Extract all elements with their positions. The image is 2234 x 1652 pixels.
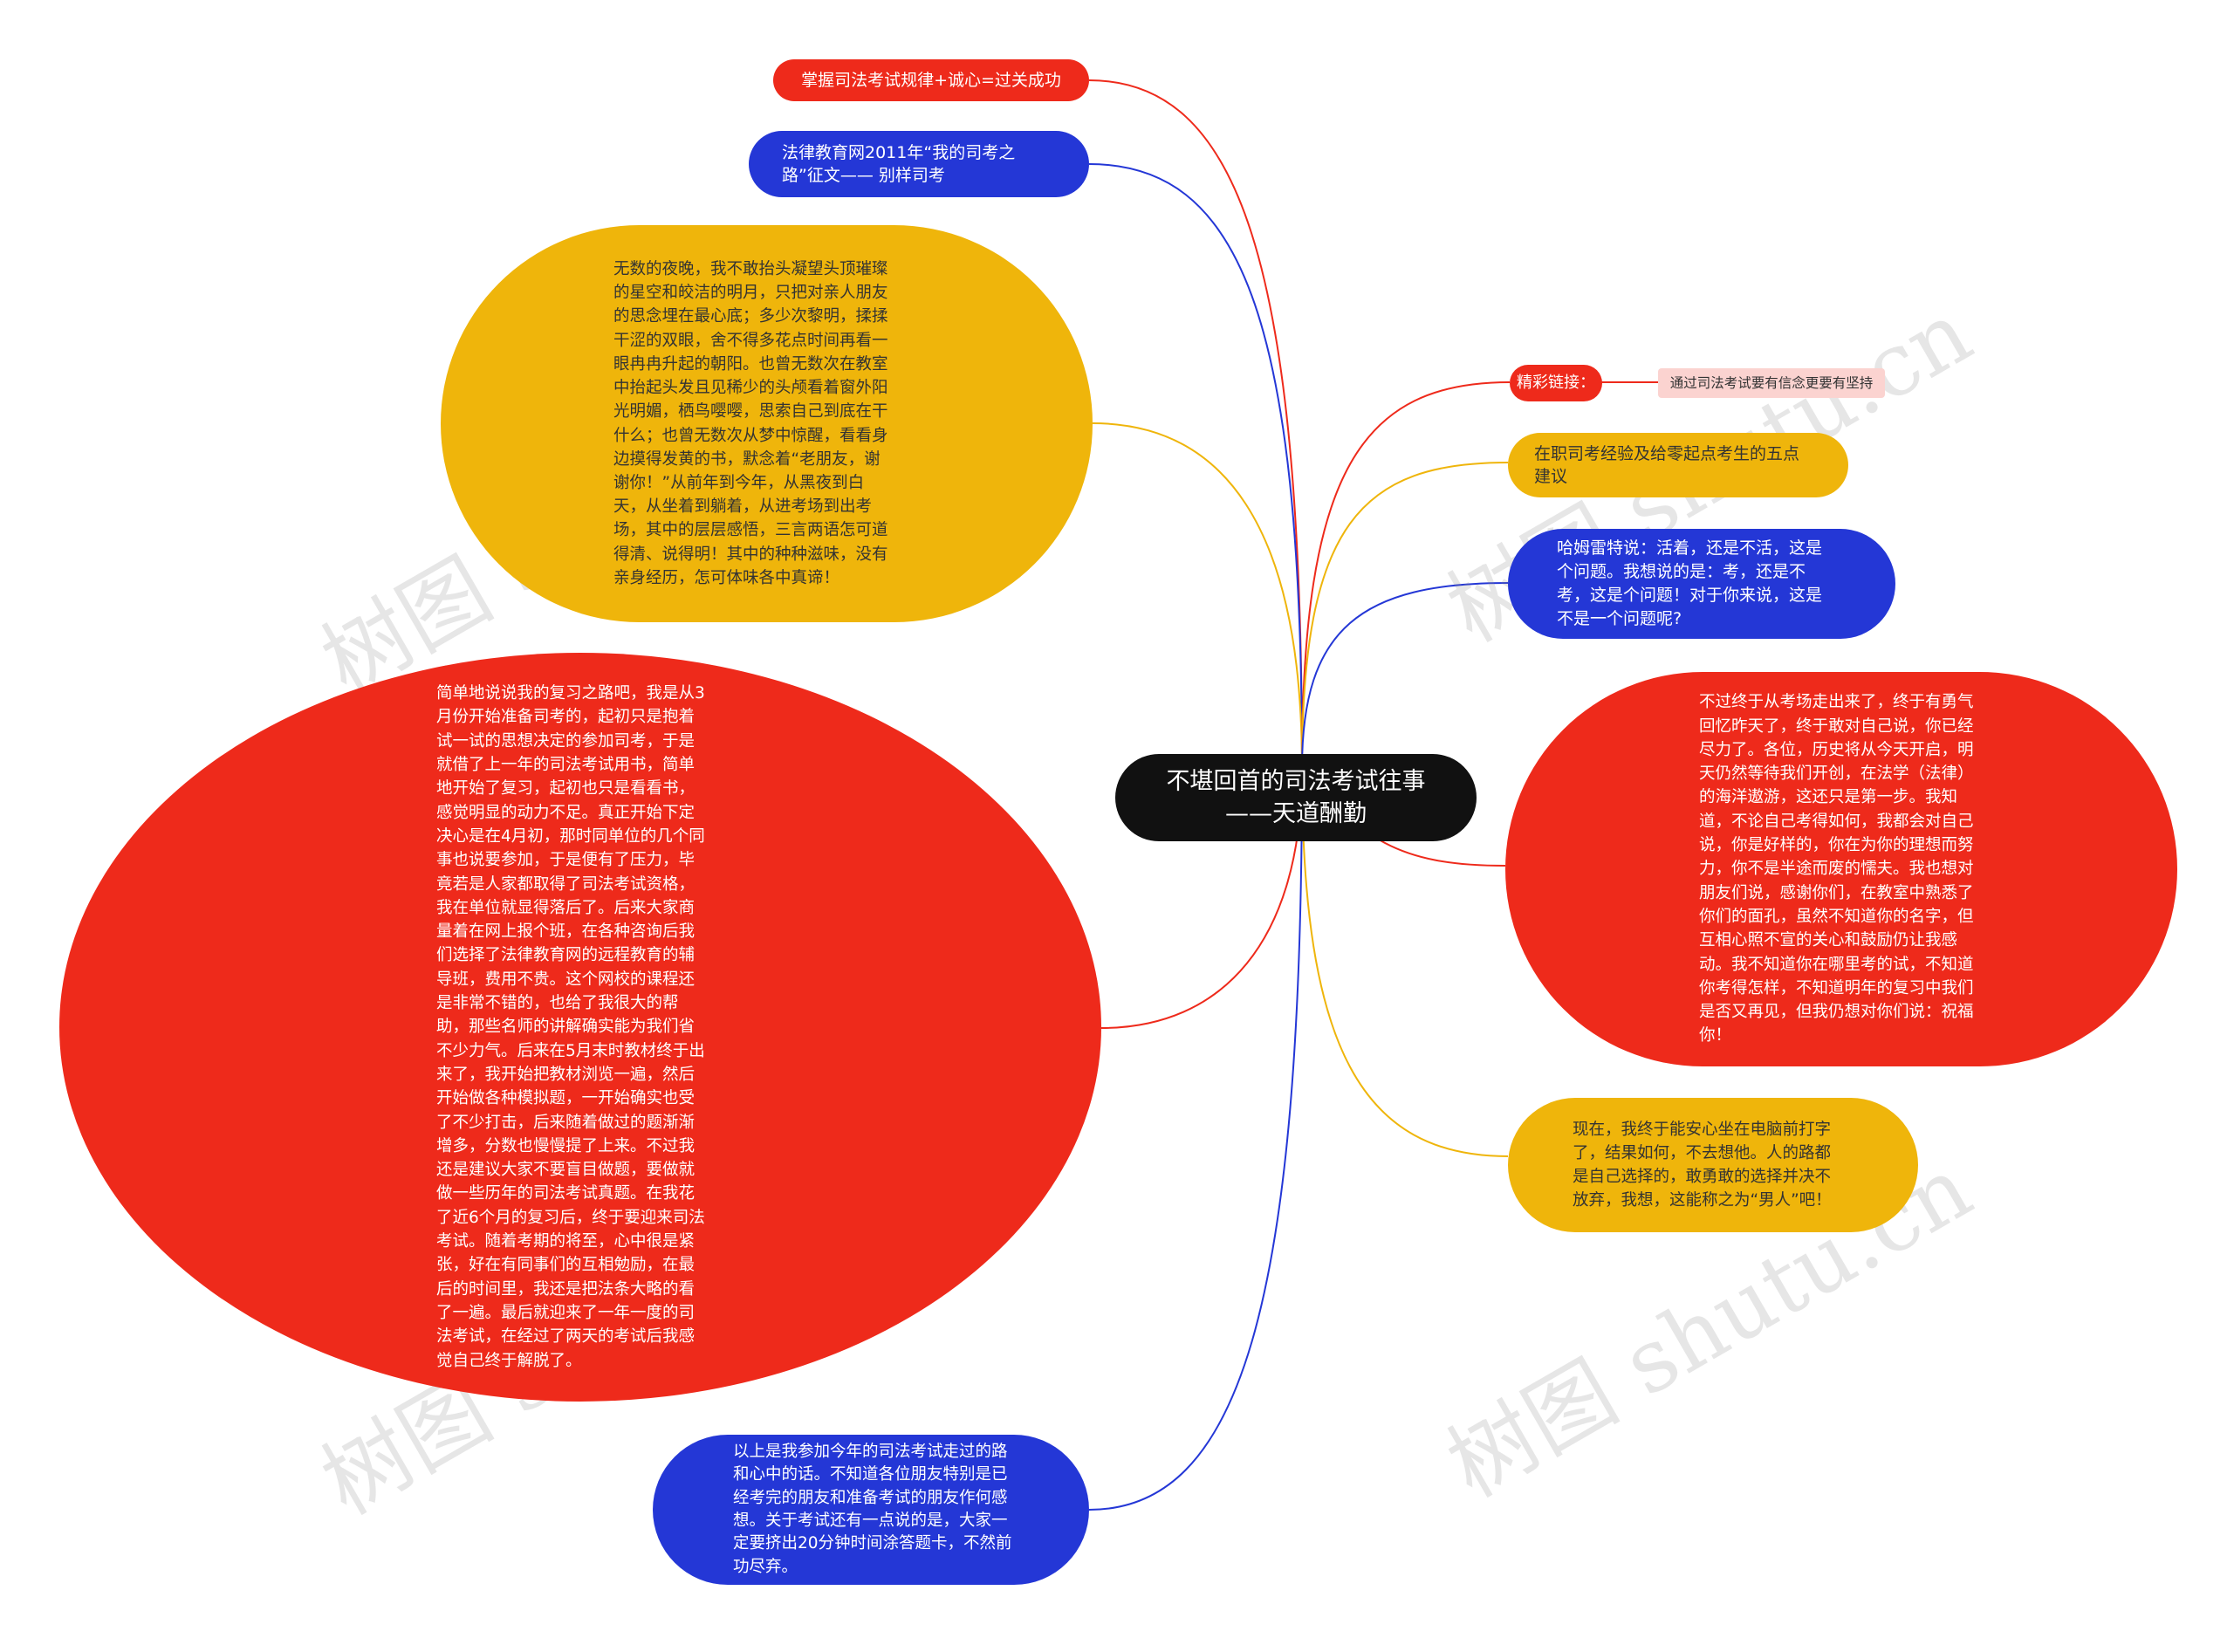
node-hamlet[interactable]: 哈姆雷特说：活着，还是不活，这是个问题。我想说的是：考，还是不考，这是个问题！对… [1508,529,1895,639]
node-review-path-text: 简单地说说我的复习之路吧，我是从3月份开始准备司考的，起初只是抱着试一试的思想决… [436,684,705,1370]
node-essay-title-text: 法律教育网2011年“我的司考之路”征文—— 别样司考 [782,143,1016,185]
node-now-typing[interactable]: 现在，我终于能安心坐在电脑前打字了，结果如何，不去想他。人的路都是自己选择的，敢… [1508,1098,1918,1232]
node-night-study-text: 无数的夜晚，我不敢抬头凝望头顶璀璨的星空和皎洁的明月，只把对亲人朋友的思念埋在最… [613,260,888,587]
center-topic[interactable]: 不堪回首的司法考试往事——天道酬勤 [1115,754,1477,841]
node-walked-out[interactable]: 不过终于从考场走出来了，终于有勇气回忆昨天了，终于敢对自己说，你已经尽力了。各位… [1505,672,2177,1066]
node-five-tips[interactable]: 在职司考经验及给零起点考生的五点建议 [1508,433,1848,497]
node-featured-links[interactable]: 精彩链接： [1510,365,1602,401]
node-summary[interactable]: 以上是我参加今年的司法考试走过的路和心中的话。不知道各位朋友特别是已经考完的朋友… [653,1435,1089,1585]
link-n1 [1088,79,1303,769]
node-featured-links-text: 精彩链接： [1517,374,1595,392]
link-n5 [1088,767,1303,1511]
link-n2 [1088,163,1303,769]
node-law-exam-rules-text: 掌握司法考试规律+诚心=过关成功 [801,71,1061,90]
node-now-typing-text: 现在，我终于能安心坐在电脑前打字了，结果如何，不去想他。人的路都是自己选择的，敢… [1573,1121,1832,1210]
node-five-tips-text: 在职司考经验及给零起点考生的五点建议 [1534,444,1800,486]
node-summary-text: 以上是我参加今年的司法考试走过的路和心中的话。不知道各位朋友特别是已经考完的朋友… [733,1443,1012,1576]
link-r3 [1301,582,1509,769]
node-night-study[interactable]: 无数的夜晚，我不敢抬头凝望头顶璀璨的星空和皎洁的明月，只把对亲人朋友的思念埋在最… [441,225,1093,622]
node-essay-title[interactable]: 法律教育网2011年“我的司考之路”征文—— 别样司考 [749,131,1089,197]
link-r1 [1301,381,1511,769]
node-review-path[interactable]: 简单地说说我的复习之路吧，我是从3月份开始准备司考的，起初只是抱着试一试的思想决… [59,653,1101,1402]
link-r2 [1301,462,1509,769]
node-law-exam-rules[interactable]: 掌握司法考试规律+诚心=过关成功 [773,59,1089,101]
node-featured-link-item[interactable]: 通过司法考试要有信念更要有坚持 [1658,368,1885,398]
link-n3 [1092,422,1303,769]
link-r5 [1301,767,1509,1157]
center-topic-text: 不堪回首的司法考试往事——天道酬勤 [1166,768,1426,827]
node-featured-link-item-text: 通过司法考试要有信念更要有坚持 [1669,375,1874,391]
node-walked-out-text: 不过终于从考场走出来了，终于有勇气回忆昨天了，终于敢对自己说，你已经尽力了。各位… [1699,693,1974,1045]
node-hamlet-text: 哈姆雷特说：活着，还是不活，这是个问题。我想说的是：考，还是不考，这是个问题！对… [1557,538,1823,628]
